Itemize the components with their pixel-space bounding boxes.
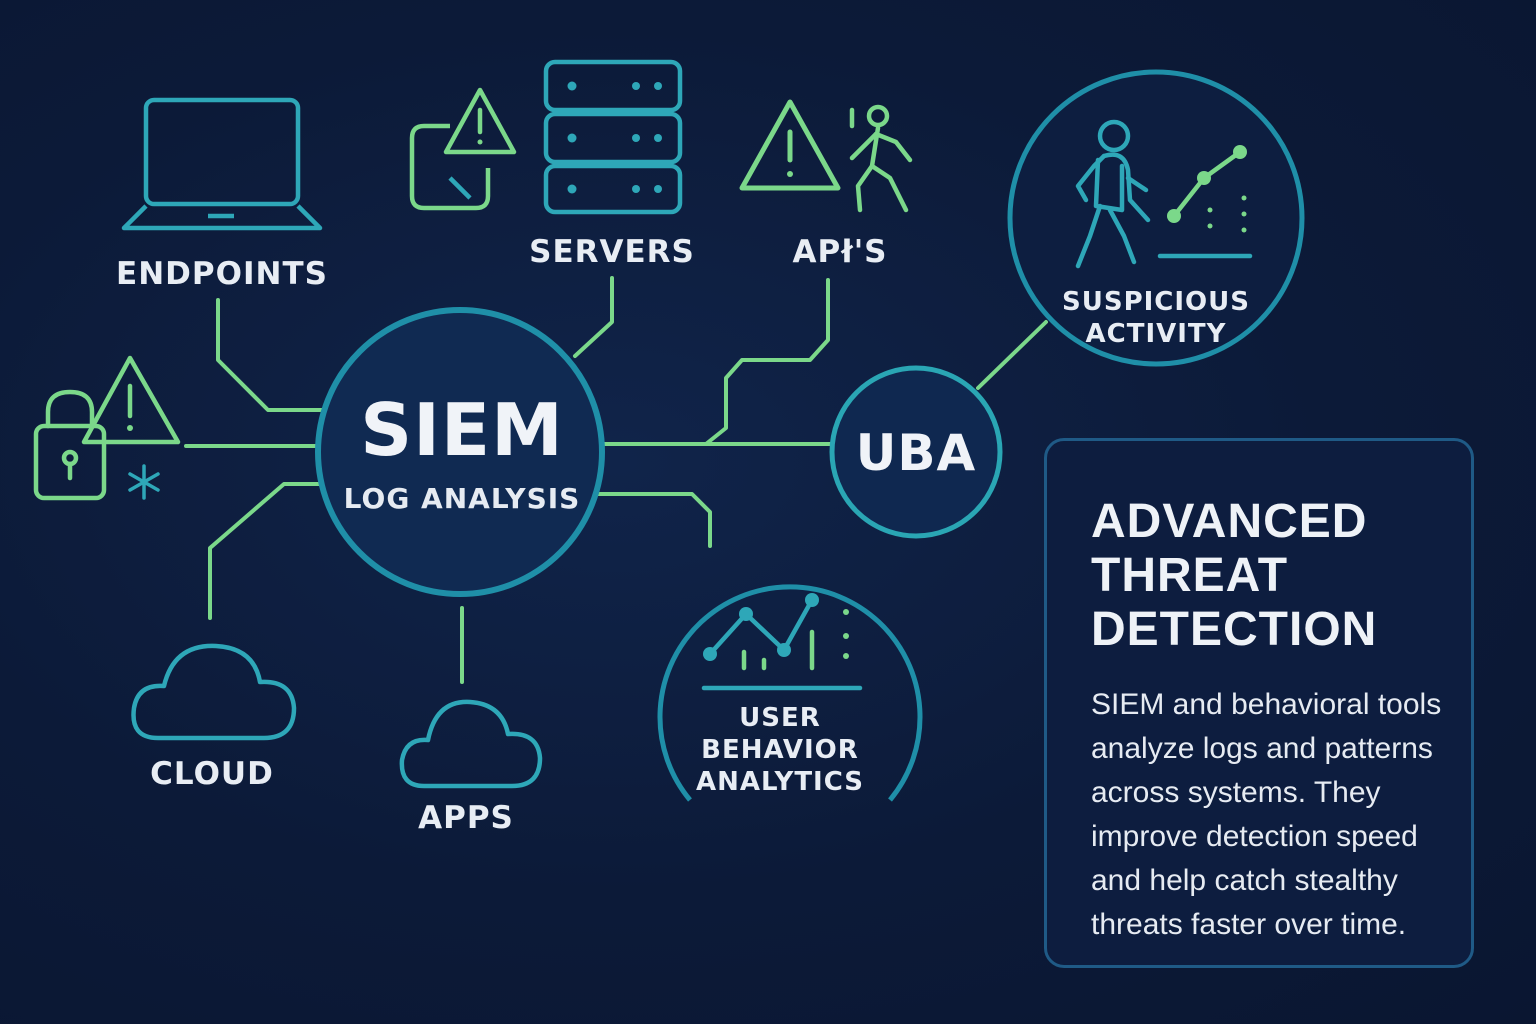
warning-triangle-icon (739, 99, 841, 191)
connector-apis (602, 278, 830, 446)
siem-hub-circle (315, 307, 605, 597)
cloud-icon (131, 643, 297, 741)
suspicious-activity-circle (1007, 69, 1305, 367)
heading-line-1: ADVANCED (1091, 495, 1368, 548)
suspicious-activity-label: SUSPICIOUS ACTIVITY (1062, 286, 1250, 350)
connector-endpoints (216, 298, 324, 412)
connector-uba-analytics (596, 492, 712, 548)
apis-label: APł'S (792, 234, 888, 270)
threat-detection-panel: ADVANCED THREAT DETECTION SIEM and behav… (1044, 438, 1474, 968)
endpoints-label: ENDPOINTS (116, 256, 328, 292)
uba-title: UBA (855, 424, 977, 482)
user-behavior-analytics-label: USER BEHAVIOR ANALYTICS (696, 702, 864, 798)
uba-line-1: USER (739, 703, 821, 733)
user-behavior-circle (657, 584, 923, 802)
running-person-icon (849, 104, 913, 213)
server-rack-icon (543, 59, 683, 215)
line-chart-icon (701, 593, 863, 691)
panel-body-text: SIEM and behavioral tools analyze logs a… (1091, 688, 1442, 941)
servers-label: SERVERS (529, 234, 695, 270)
panel-heading: ADVANCED THREAT DETECTION (1091, 495, 1451, 657)
connector-uba-suspicious (976, 320, 1048, 390)
suspicious-person-icon (1075, 119, 1151, 269)
padlock-icon (33, 355, 181, 501)
laptop-icon (121, 97, 323, 231)
connector-servers (573, 276, 614, 358)
uba-line-2: BEHAVIOR (701, 735, 859, 765)
siem-title: SIEM (360, 388, 564, 472)
suspicious-line-1: SUSPICIOUS (1062, 287, 1250, 317)
siem-subtitle: LOG ANALYSIS (343, 482, 581, 515)
cloud-label: CLOUD (150, 756, 274, 792)
heading-line-2: THREAT (1091, 549, 1289, 602)
apps-label: APPS (418, 800, 514, 836)
suspicious-line-2: ACTIVITY (1085, 319, 1227, 349)
uba-circle (829, 365, 1003, 539)
cloud-apps-icon (399, 699, 543, 789)
suspicious-chart-icon (1157, 145, 1253, 259)
heading-line-3: DETECTION (1091, 603, 1378, 656)
alert-window-icon (409, 87, 517, 211)
connector-cloud (208, 482, 324, 620)
uba-line-3: ANALYTICS (695, 767, 865, 797)
